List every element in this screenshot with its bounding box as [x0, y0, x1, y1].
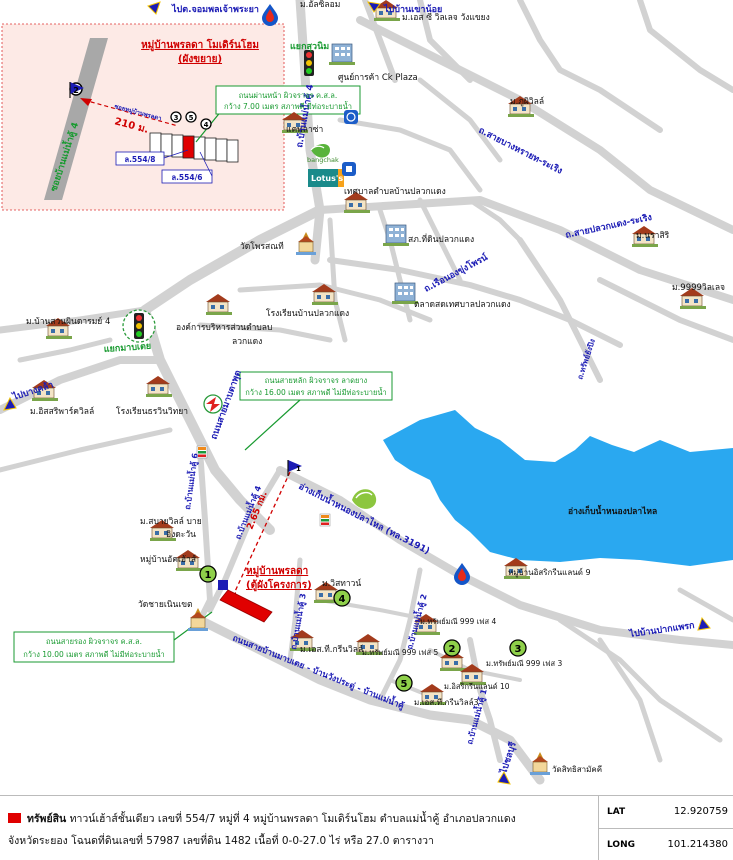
road-label: ถนนสายบ้านมาบเตย - บ้านวังประดู่ - บ้านแ… [231, 631, 407, 712]
marker-number: 5 [401, 679, 408, 690]
mtrap5-label: ม.ทรัพย์มณี 999 เฟส 5 [362, 648, 438, 657]
gas-station-icon [454, 563, 470, 585]
marker-number: 1 [296, 465, 301, 473]
inset-subtitle: (ผังขยาย) [178, 53, 222, 65]
junction-top-label: แยกสุวนิม [290, 41, 329, 52]
sub-road-infobox [13, 631, 175, 663]
seven-eleven-icon [319, 513, 331, 527]
maneeaek-label: หมู่บ้านอัคเฮ้าส์ [140, 554, 197, 565]
mest-label: ม.เอส.ที.กรีนวิลล์ [300, 644, 363, 655]
bangchak-icon [352, 489, 377, 509]
misriland9-label: หมู่บ้านอิสริกรีนแลนด์ 9 [508, 567, 591, 578]
misara-label: ม.อิสสริพาร์ควิลล์ [30, 406, 94, 417]
reservoir-label: อ่างเก็บน้ำหนองปลาไหล [568, 504, 657, 517]
lotus-logo-icon [308, 169, 338, 187]
ck-plaza-label: ศูนย์การค้า Ck Plaza [338, 72, 418, 83]
dir-top-right-label: ไปบ้านเขาน้อย [383, 3, 442, 15]
sao-label-1: องค์การบริหารส่วนตำบลบ [176, 322, 272, 333]
coordinates-panel: LAT 12.920759 LONG 101.214380 [598, 796, 733, 860]
project-subtitle-label: (ตู้ผังโครงการ) [246, 578, 312, 592]
gas-station-icon [262, 4, 278, 26]
project-name-label: หมู่บ้านพรลดา [246, 565, 308, 578]
mest3-label: ม.เอส.ที.กรีนวิลล์3 [414, 697, 479, 707]
sub-road-info-line2: กว้าง 10.00 เมตร สภาพดี ไม่มีท่อระบายน้ำ [23, 649, 164, 659]
road-network [0, 0, 733, 785]
badge-icon [344, 110, 358, 124]
lotus-label: Lotus's [311, 174, 343, 183]
long-value: 101.214380 [667, 839, 728, 850]
mesi-label: ม.เอส ซี วิลเลจ วังแขยง [402, 12, 490, 23]
property-footer: ทรัพย์สิน ทาวน์เฮ้าส์ชั้นเดียว เลขที่ 55… [0, 795, 733, 860]
road-label: ถ.สายบางหรายท-ระเริง [477, 125, 564, 177]
naras-label: ม.นราสิริ [636, 231, 670, 241]
property-description: ทรัพย์สิน ทาวน์เฮ้าส์ชั้นเดียว เลขที่ 55… [8, 808, 598, 852]
long-label: LONG [607, 840, 635, 850]
municipality-label: เทศบาลตำบลบ้านปลวกแดง [344, 186, 446, 197]
police-label: สภ.ที่ดินปลวกแดง [408, 233, 474, 245]
police-building-icon [382, 224, 410, 247]
road-label: ถ.บ้านแม่น้ำคู้ 6 [181, 452, 201, 511]
project-plot [219, 589, 273, 623]
market-label: ตลาดสดเทศบาลปลวกแดง [414, 300, 511, 310]
ck-plaza-building-icon [328, 43, 356, 66]
traffic-light-icon [304, 50, 314, 76]
main-road-info-line2: กว้าง 16.00 เมตร สภาพดี ไม่มีท่อระบายน้ำ [245, 387, 386, 397]
plot-label: ล.554/8 [124, 155, 155, 164]
lat-label: LAT [607, 807, 626, 817]
marker-number: 5 [189, 114, 194, 122]
property-swatch [8, 813, 21, 823]
location-map: ไปต.จอมพลเจ้าพระยา ไปบ้านเขาน้อย ไปบางคล… [0, 0, 733, 785]
property-title: ทรัพย์สิน [27, 813, 67, 825]
junction-left-label: แยกมาบเตย [104, 342, 152, 355]
msabai-label-1: ม.สบายวิลล์ บาย [140, 516, 202, 527]
marker-number: 2 [73, 86, 79, 95]
mtrap3-label: ม.ทรัพย์มณี 999 เฟส 3 [486, 659, 562, 668]
inset-info-line1: ถนนผ่านหน้า ผิวจราจร ค.ส.ล. [239, 91, 338, 100]
property-line1: ทาวน์เฮ้าส์ชั้นเดียว เลขที่ 554/7 หมู่ที… [69, 813, 516, 825]
marker-number: 2 [449, 644, 456, 655]
inset-panel [1, 23, 361, 211]
reservoir-water [383, 410, 733, 566]
school2-label: โรงเรียนธรวินวิทยา [116, 406, 188, 417]
inset-title: หมู่บ้านพรลดา โมเดิร์นโฮม [141, 38, 259, 52]
m9999-label: ม.9999วิลเลจ [672, 283, 725, 293]
direction-arrows [3, 1, 711, 785]
temple-icon [529, 751, 551, 776]
sub-road-info-line1: ถนนสายรอง ผิวจราจร ค.ส.ล. [46, 637, 142, 646]
watsit-label: วัดสิทธิสามัคคี [552, 765, 602, 774]
watchai-label: วัดชายเนินเขต [138, 600, 193, 610]
msabai-label-2: อิงดะวัน [166, 530, 196, 540]
marker-number: 4 [204, 121, 209, 129]
top-partial-label: ม.อัลซิลอม [300, 0, 340, 10]
bangchak-icon [310, 144, 330, 158]
marker-number: 4 [339, 594, 346, 605]
marker-number: 1 [205, 570, 212, 581]
plot-label: ล.554/6 [171, 173, 202, 182]
route-to-project [218, 471, 291, 623]
location-marker [199, 565, 527, 692]
lat-value: 12.920759 [673, 806, 728, 817]
pt-station-icon [203, 394, 223, 414]
msuan-label: ม.บ้านสวนผินดารมย์ 4 [26, 316, 110, 327]
school1-label: โรงเรียนบ้านปลวกแดง [266, 308, 349, 319]
inset-info-line2: กว้าง 7.00 เมตร สภาพดี มีท่อระบายน้ำ [224, 101, 352, 111]
dir-top-label: ไปต.จอมพลเจ้าพระยา [171, 3, 259, 15]
property-line2: จังหวัดระยอง โฉนดที่ดินเลขที่ 57987 เลขท… [8, 835, 434, 847]
marker-number: 3 [174, 114, 179, 122]
mvitsa-label: ม.วิสทาวน์ [322, 578, 361, 589]
plaza-label: แคพลาซ่า [286, 125, 323, 135]
mpooville-label: ม.ภูผิวิลล์ [510, 96, 544, 107]
sao-office-icon [205, 293, 233, 316]
bangchak-label: bangchak [307, 156, 339, 164]
misriland10-label: ม.อิสริกรีนแลนด์ 10 [444, 682, 510, 691]
traffic-light-icon [134, 313, 144, 339]
temple-label: วัดโพรสณที [240, 241, 284, 252]
marker-number: 3 [515, 644, 522, 655]
mtrap4-label: ม.ทรัพย์มณี 999 เฟส 4 [420, 617, 496, 626]
main-road-infobox [239, 371, 393, 401]
main-road-info-line1: ถนนสายหลัก ผิวจราจร ลาดยาง [265, 376, 368, 385]
sao-label-2: ลวกแดง [232, 337, 262, 347]
